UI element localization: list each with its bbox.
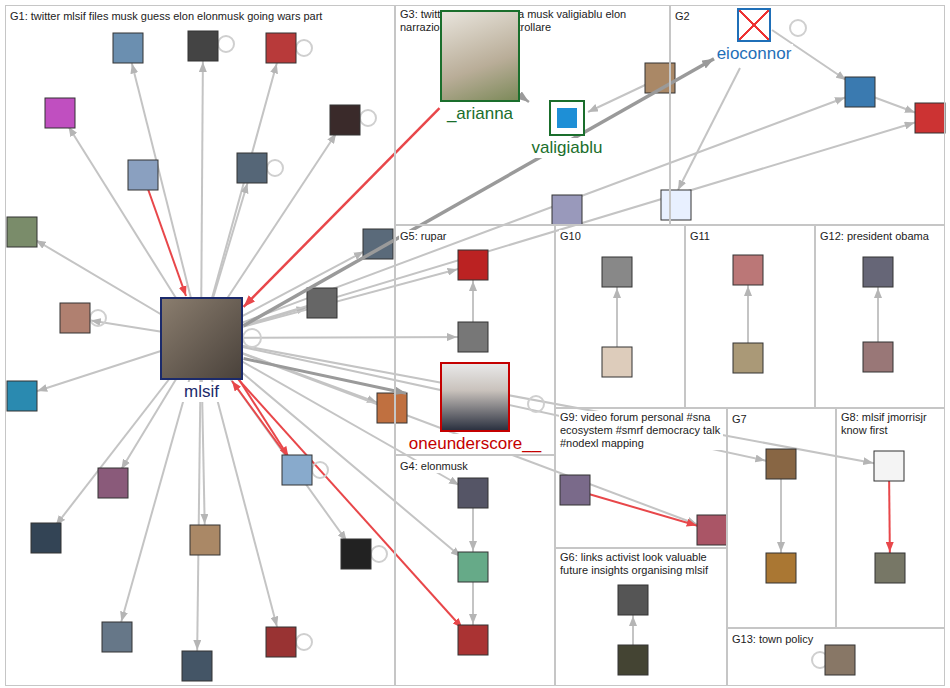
group-heading: G5: rupar	[399, 230, 447, 243]
vertex-label: eioconnor	[715, 44, 794, 64]
group-heading: G7	[731, 413, 748, 426]
group-heading: G11	[689, 230, 711, 243]
profile-picture	[160, 297, 243, 380]
group-box: G8: mlsif jmorrisjr know first	[836, 408, 945, 628]
group-heading: G12: president obama	[819, 230, 930, 243]
group-heading: G1: twitter mlsif files musk guess elon …	[9, 10, 323, 23]
vertex: _arianna	[440, 10, 521, 124]
profile-picture	[549, 100, 585, 136]
profile-picture	[440, 10, 520, 102]
group-box: G9: video forum personal #sna ecosystem …	[555, 408, 727, 548]
group-box: G12: president obama	[815, 225, 945, 408]
graph-edge	[244, 359, 407, 394]
vertex-label: valigiablu	[530, 138, 605, 158]
group-heading: G8: mlsif jmorrisjr know first	[840, 411, 941, 437]
profile-picture	[737, 8, 771, 42]
vertex: mlsif	[160, 297, 244, 402]
vertex: valigiablu	[529, 100, 605, 158]
vertex: eioconnor	[714, 8, 794, 64]
vertex: oneunderscore__	[406, 362, 544, 454]
group-box: G6: links activist look valuable future …	[555, 548, 727, 686]
vertex-label: mlsif	[182, 382, 221, 402]
group-heading: G2	[674, 10, 691, 23]
group-box: G10	[555, 225, 685, 408]
graph-edge	[244, 108, 440, 307]
group-heading: G13: town policy	[731, 633, 814, 646]
group-box: G13: town policy	[727, 628, 945, 686]
group-heading: G9: video forum personal #sna ecosystem …	[559, 411, 723, 450]
group-box: G7	[727, 408, 836, 628]
group-box: G1: twitter mlsif files musk guess elon …	[5, 5, 395, 686]
group-heading: G4: elonmusk	[399, 460, 469, 473]
group-box: G11	[685, 225, 815, 408]
graph-edge	[521, 96, 530, 102]
vertex-label: _arianna	[445, 104, 515, 124]
group-box: G4: elonmusk	[395, 455, 555, 686]
vertex-label: oneunderscore__	[407, 434, 543, 454]
group-box: G3: twitter files mlsif sulla musk valig…	[395, 5, 670, 225]
group-box: G5: rupar oneunderscore__	[395, 225, 555, 455]
profile-picture	[440, 362, 510, 432]
group-box: G2 eioconnor	[670, 5, 945, 225]
group-heading: G10	[559, 230, 582, 243]
group-heading: G6: links activist look valuable future …	[559, 551, 723, 577]
